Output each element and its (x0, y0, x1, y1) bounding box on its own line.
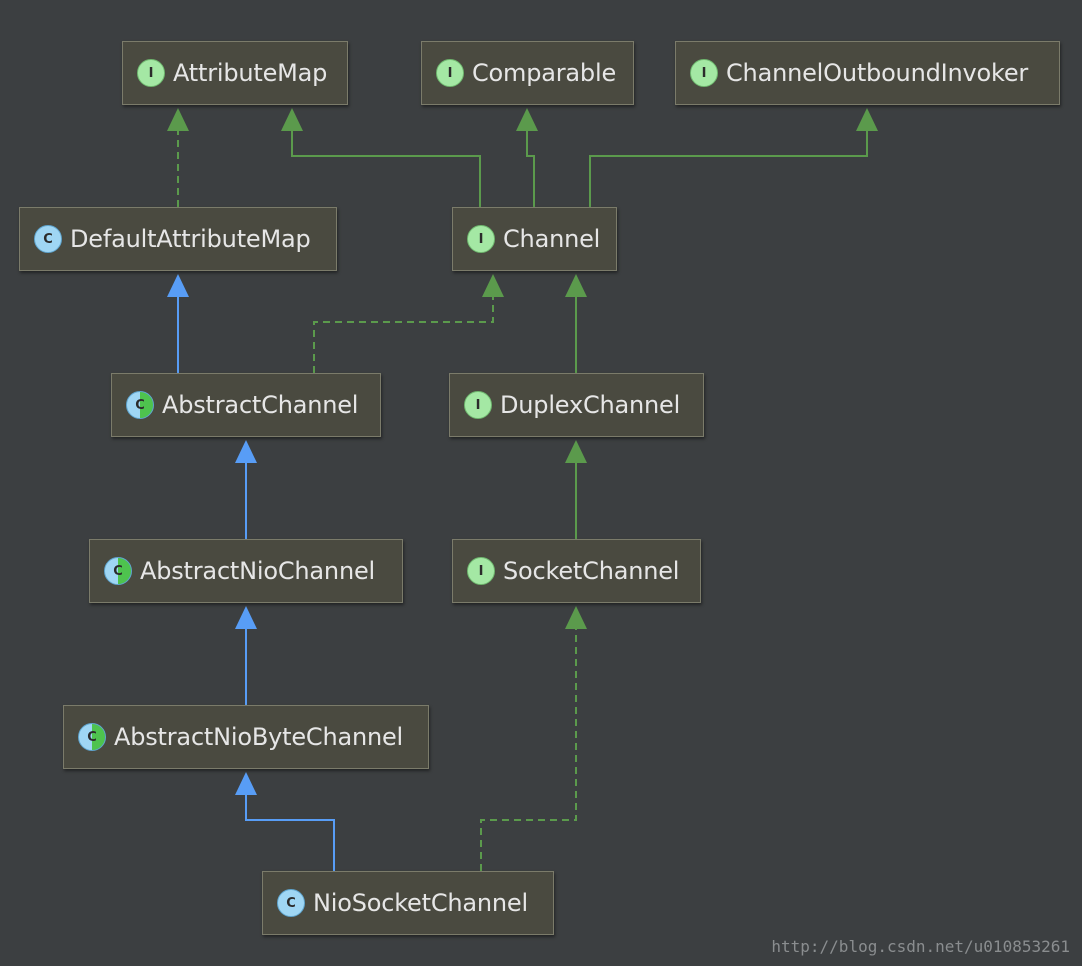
edge-arrowhead (235, 440, 257, 463)
interface-icon: I (137, 59, 165, 87)
node-label: AttributeMap (173, 59, 328, 87)
interface-icon: I (436, 59, 464, 87)
edge-arrowhead (235, 772, 257, 795)
edge-line (291, 130, 481, 207)
edge-socket_channel-to-duplex_channel (565, 440, 587, 539)
node-abstract-nio-channel[interactable]: C AbstractNioChannel (89, 539, 403, 603)
edge-default_attribute_map-to-attribute_map (167, 108, 189, 207)
interface-icon: I (467, 557, 495, 585)
node-abstract-channel[interactable]: C AbstractChannel (111, 373, 381, 437)
node-label: Comparable (472, 59, 617, 87)
edge-line (313, 296, 494, 373)
node-default-attribute-map[interactable]: C DefaultAttributeMap (19, 207, 337, 271)
edge-arrowhead (565, 274, 587, 297)
node-channel-outbound-invoker[interactable]: I ChannelOutboundInvoker (675, 41, 1060, 105)
node-abstract-nio-byte-channel[interactable]: C AbstractNioByteChannel (63, 705, 429, 769)
edge-arrowhead (565, 606, 587, 629)
node-label: DuplexChannel (500, 391, 681, 419)
edge-line (589, 130, 868, 207)
node-label: Channel (503, 225, 601, 253)
interface-icon: I (690, 59, 718, 87)
edge-abstract_nio_channel-to-abstract_channel (235, 440, 257, 539)
abstract-class-icon: C (126, 391, 154, 419)
node-label: AbstractChannel (162, 391, 359, 419)
abstract-class-icon: C (104, 557, 132, 585)
interface-icon: I (467, 225, 495, 253)
edge-channel-to-comparable (516, 108, 538, 207)
edge-channel-to-channel_outbound_invoker (589, 108, 878, 207)
edge-arrowhead (167, 108, 189, 131)
node-label: ChannelOutboundInvoker (726, 59, 1029, 87)
edge-arrowhead (565, 440, 587, 463)
edge-line (480, 628, 577, 871)
edge-abstract_nio_byte_channel-to-abstract_nio_channel (235, 606, 257, 705)
node-nio-socket-channel[interactable]: C NioSocketChannel (262, 871, 554, 935)
interface-icon: I (464, 391, 492, 419)
class-icon: C (34, 225, 62, 253)
edge-nio_socket_channel-to-abstract_nio_byte_channel (235, 772, 335, 871)
node-socket-channel[interactable]: I SocketChannel (452, 539, 701, 603)
edge-arrowhead (482, 274, 504, 297)
edge-channel-to-attribute_map (281, 108, 481, 207)
edge-arrowhead (516, 108, 538, 131)
node-label: AbstractNioByteChannel (114, 723, 404, 751)
edge-arrowhead (235, 606, 257, 629)
edge-arrowhead (856, 108, 878, 131)
node-channel[interactable]: I Channel (452, 207, 617, 271)
node-label: AbstractNioChannel (140, 557, 375, 585)
edge-abstract_channel-to-default_attribute_map (167, 274, 189, 373)
edge-line (526, 130, 535, 207)
edge-arrowhead (281, 108, 303, 131)
abstract-class-icon: C (78, 723, 106, 751)
class-icon: C (277, 889, 305, 917)
edge-duplex_channel-to-channel (565, 274, 587, 373)
node-attribute-map[interactable]: I AttributeMap (122, 41, 348, 105)
node-label: NioSocketChannel (313, 889, 528, 917)
node-label: DefaultAttributeMap (70, 225, 311, 253)
node-duplex-channel[interactable]: I DuplexChannel (449, 373, 704, 437)
edge-abstract_channel-to-channel (313, 274, 504, 373)
node-comparable[interactable]: I Comparable (421, 41, 634, 105)
node-label: SocketChannel (503, 557, 680, 585)
edge-arrowhead (167, 274, 189, 297)
edge-line (245, 794, 335, 871)
edge-nio_socket_channel-to-socket_channel (480, 606, 587, 871)
watermark-text: http://blog.csdn.net/u010853261 (771, 937, 1070, 956)
